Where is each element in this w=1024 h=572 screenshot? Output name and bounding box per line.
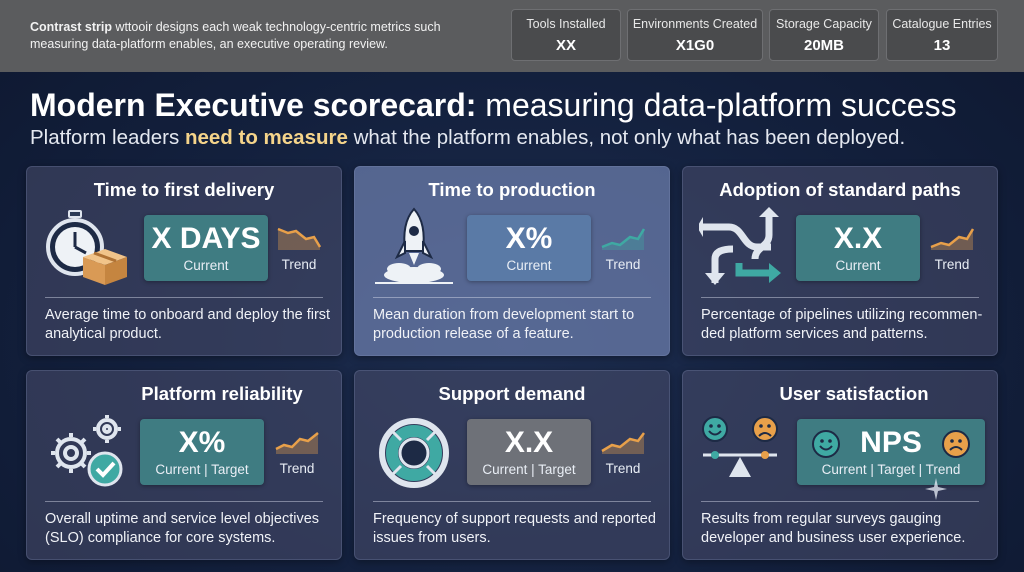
kpi-value: X1G0	[675, 37, 715, 54]
divider	[373, 501, 651, 502]
metric-value: X%	[505, 222, 553, 255]
trend-indicator: Trend	[271, 429, 323, 476]
title-bold: Modern Executive scorecard:	[30, 87, 477, 123]
metric-tile: X% Current	[467, 215, 591, 281]
card-title: Time to production	[428, 179, 596, 200]
kpi-label: Storage Capacity	[776, 17, 872, 31]
trend-up-icon	[275, 432, 319, 454]
metric-label: Current	[835, 258, 881, 273]
card-title: Time to first delivery	[93, 179, 275, 200]
subtitle-post: what the platform enables, not only what…	[347, 126, 906, 149]
trend-label: Trend	[605, 461, 641, 476]
sad-face-icon	[942, 430, 970, 458]
metric-tile: X.X Current | Target	[467, 419, 591, 485]
card-user-satisfaction[interactable]: User satisfaction NPS Current | Target |	[682, 370, 998, 560]
subtitle-pre: Platform leaders	[30, 126, 185, 149]
card-time-to-first-delivery[interactable]: Time to first delivery X DAYS Current Tr…	[26, 166, 342, 356]
gears-check-icon	[43, 411, 129, 491]
merging-arrows-icon	[697, 207, 785, 287]
divider	[45, 297, 323, 298]
trend-label: Trend	[279, 461, 315, 476]
kpi-label: Tools Installed	[526, 17, 606, 31]
metric-tile: X.X Current	[796, 215, 920, 281]
kpi-catalogue-entries: Catalogue Entries 13	[886, 9, 998, 61]
page-title: Modern Executive scorecard: measuring da…	[30, 86, 1010, 124]
kpi-value: 20MB	[803, 37, 844, 54]
card-description: Overall uptime and service level objecti…	[45, 511, 320, 546]
card-title: Adoption of standard paths	[719, 179, 961, 200]
title-rest: measuring data-platform success	[476, 87, 957, 123]
rocket-icon	[371, 207, 457, 287]
card-title: User satisfaction	[779, 383, 929, 404]
metric-label: Current | Target	[482, 462, 576, 477]
metric-label: Current | Target	[155, 462, 249, 477]
metric-tile: X% Current | Target	[140, 419, 264, 485]
trend-down-icon	[277, 227, 322, 250]
trend-label: Trend	[934, 257, 970, 272]
stopwatch-box-icon	[43, 207, 129, 287]
metric-label: Current	[506, 258, 552, 273]
strip-description: Contrast strip wttooir designs each weak…	[30, 19, 470, 53]
metric-label: Current	[183, 258, 229, 273]
happy-face-icon	[812, 430, 840, 458]
trend-indicator: Trend	[597, 429, 649, 476]
kpi-storage-capacity: Storage Capacity 20MB	[769, 9, 879, 61]
lifebuoy-icon	[371, 411, 457, 491]
trend-indicator: Trend	[597, 225, 649, 272]
trend-indicator: Trend	[273, 225, 325, 272]
metric-value: X.X	[504, 426, 554, 459]
subtitle-highlight: need to measure	[184, 126, 348, 149]
strip-text: wttooir designs each weak technology-cen…	[30, 20, 441, 51]
strip-bold-label: Contrast strip	[30, 20, 112, 34]
divider	[701, 297, 979, 298]
card-title: Platform reliability	[141, 383, 303, 404]
trend-label: Trend	[281, 257, 317, 272]
card-adoption-of-standard-paths[interactable]: Adoption of standard paths X.X Current T…	[682, 166, 998, 356]
metric-value: X.X	[833, 222, 883, 255]
kpi-label: Catalogue Entries	[892, 17, 992, 31]
trend-up-icon	[601, 432, 645, 454]
kpi-value: 13	[933, 37, 951, 54]
divider	[373, 297, 651, 298]
metric-value: X%	[178, 426, 226, 459]
metric-label: Current | Target | Trend	[821, 462, 961, 477]
divider	[45, 501, 323, 502]
divider	[701, 501, 979, 502]
card-description: Results from regular surveys gauging dev…	[701, 511, 966, 546]
metric-tile: NPS Current | Target | Trend	[797, 419, 985, 485]
card-description: Average time to onboard and deploy the f…	[45, 307, 331, 342]
page-subtitle: Platform leaders need to measure what th…	[30, 124, 1010, 152]
card-support-demand[interactable]: Support demand X.X Current | Target Tren…	[354, 370, 670, 560]
kpi-label: Environments Created	[632, 17, 758, 31]
card-description: Frequency of support requests and report…	[373, 511, 656, 546]
card-description: Percentage of pipelines utilizing recomm…	[701, 307, 983, 342]
trend-up-icon	[601, 228, 646, 250]
trend-indicator: Trend	[926, 225, 978, 272]
card-title: Support demand	[438, 383, 586, 404]
card-time-to-production[interactable]: Time to production X% Current Trend Mean…	[354, 166, 670, 356]
card-platform-reliability[interactable]: Platform reliability X% Current | Target	[26, 370, 342, 560]
metric-value: NPS	[860, 426, 922, 459]
kpi-value: XX	[555, 37, 576, 54]
trend-label: Trend	[605, 257, 641, 272]
contrast-strip: Contrast strip wttooir designs each weak…	[0, 0, 1024, 72]
metric-value: X DAYS	[151, 222, 261, 255]
card-description: Mean duration from development start to …	[373, 307, 635, 342]
kpi-environments-created: Environments Created X1G0	[627, 9, 763, 61]
sparkle-icon	[925, 478, 947, 500]
happy-sad-scale-icon	[699, 411, 785, 491]
trend-up-icon	[930, 228, 975, 250]
kpi-tools-installed: Tools Installed XX	[511, 9, 621, 61]
metric-tile: X DAYS Current	[144, 215, 268, 281]
